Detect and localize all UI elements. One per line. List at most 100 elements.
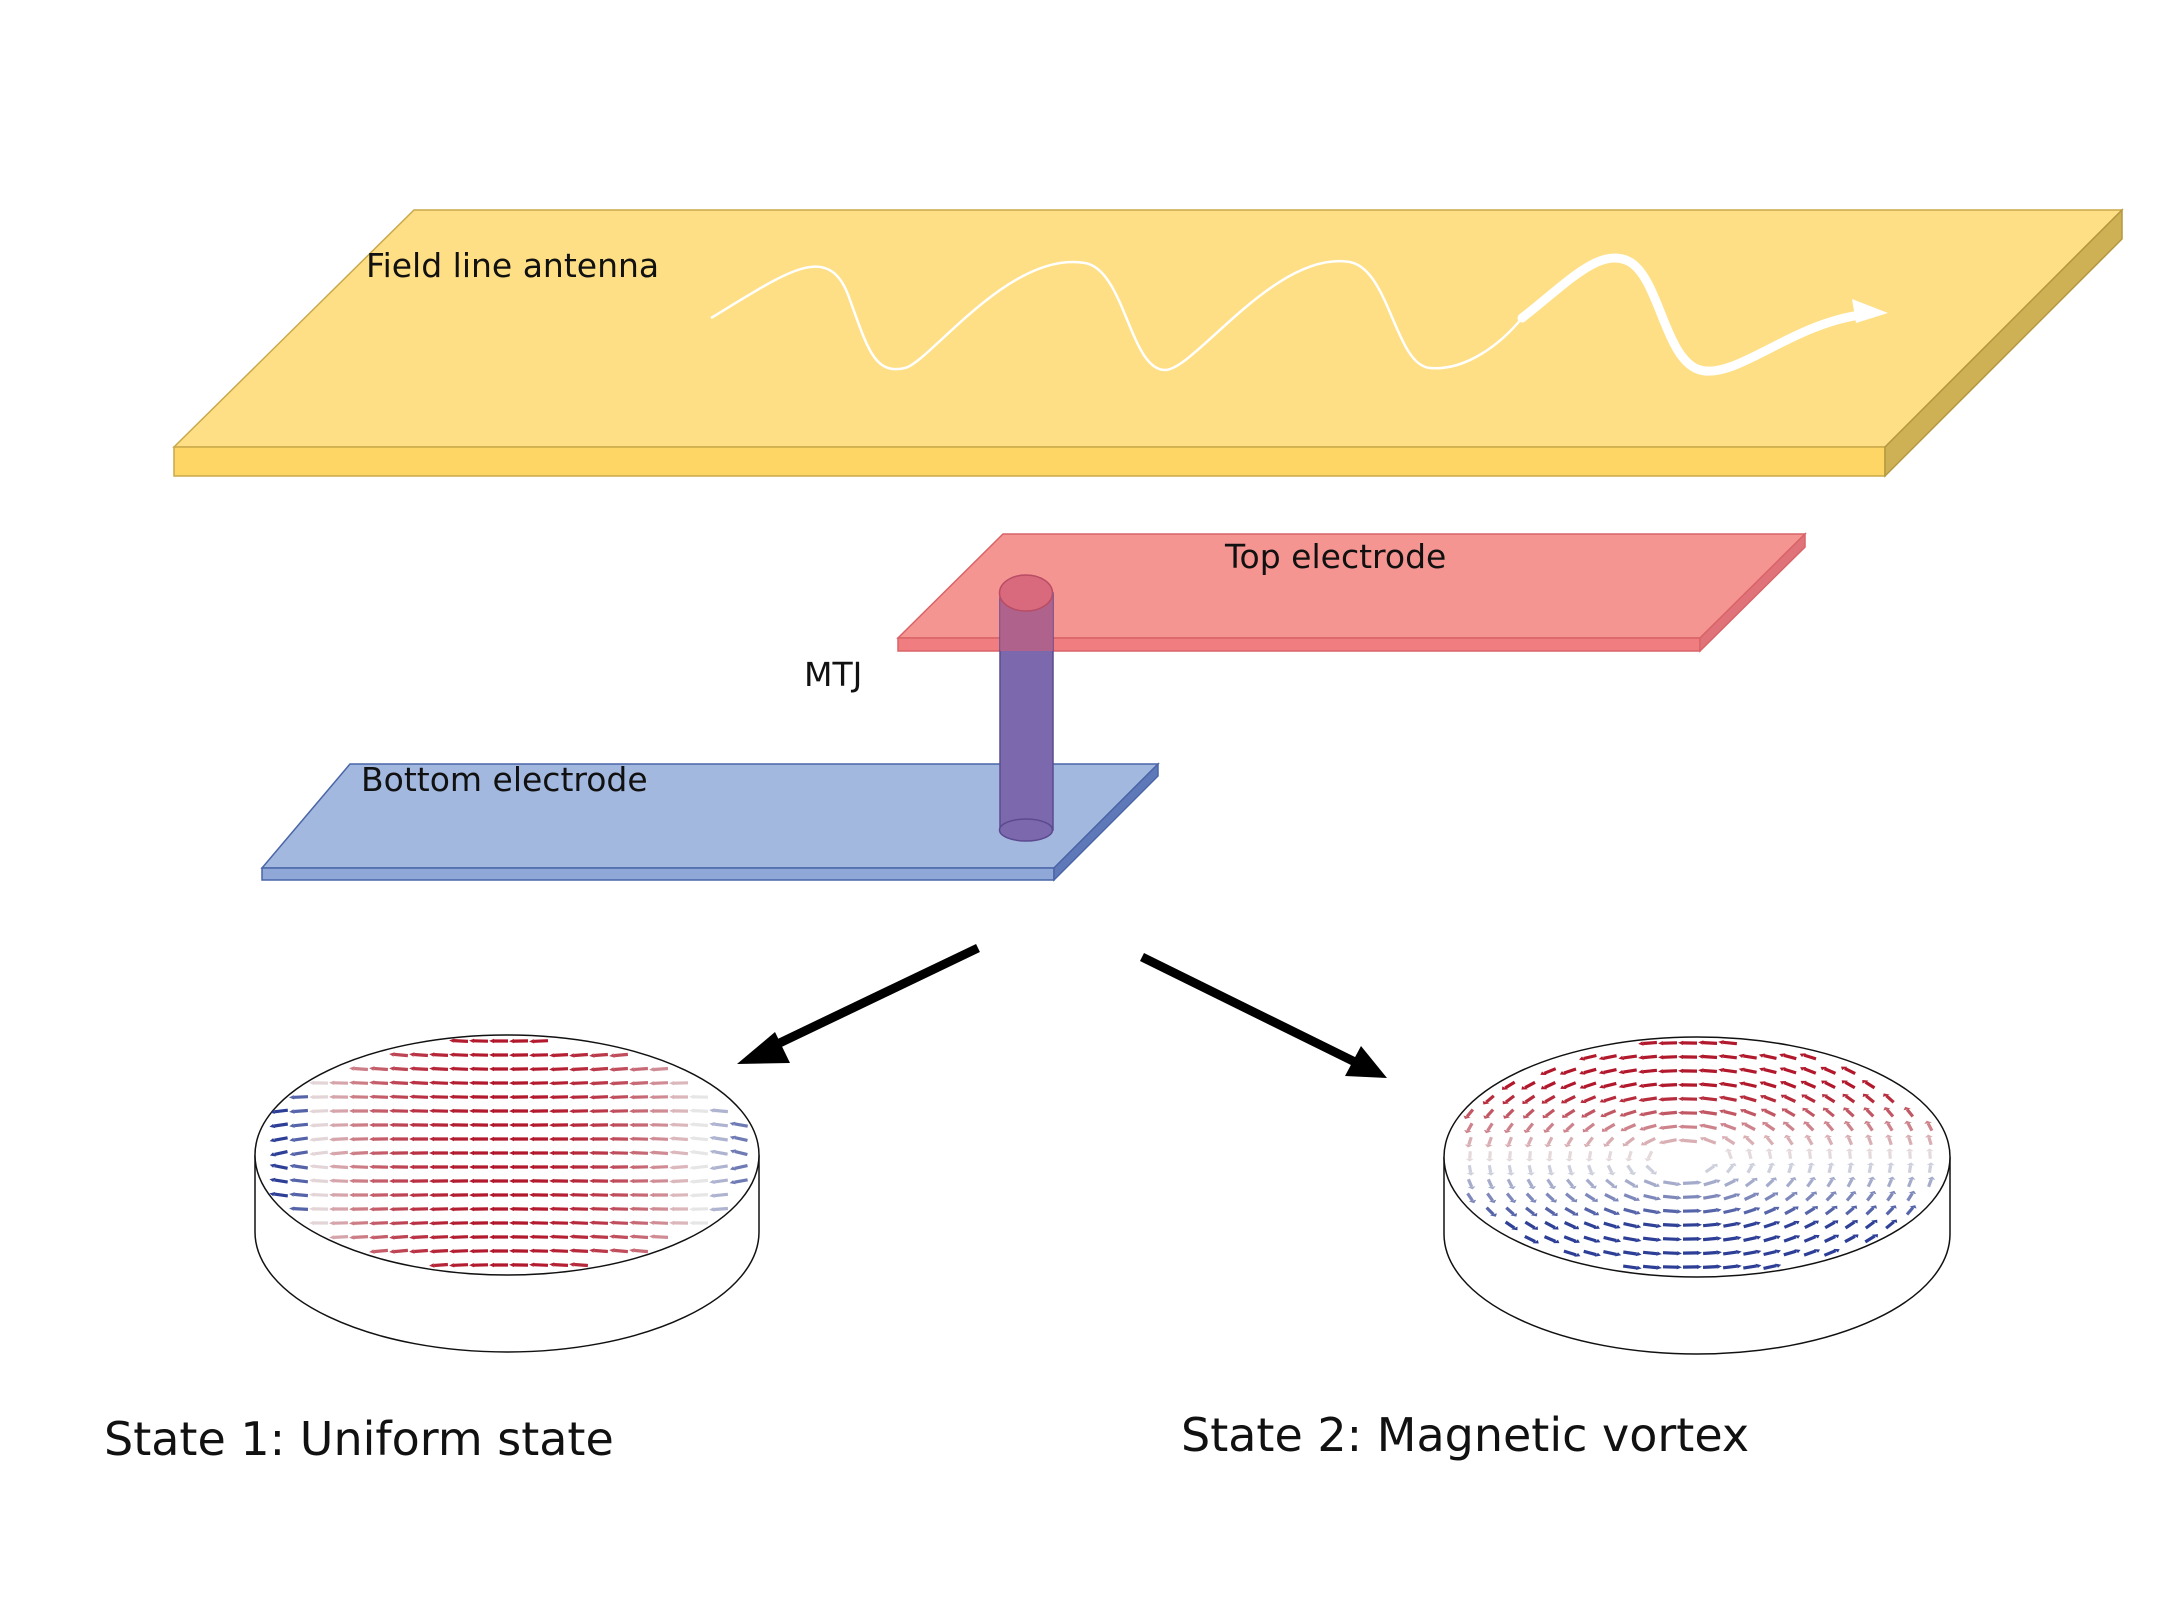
spin-arrow	[1703, 1267, 1717, 1268]
spin-arrow	[714, 1166, 727, 1168]
spin-arrow	[674, 1181, 688, 1182]
mtj-pillar-bottom	[1000, 819, 1053, 841]
spin-arrow	[454, 1069, 468, 1070]
spin-arrow	[1623, 1070, 1636, 1072]
spin-arrow	[354, 1153, 368, 1154]
spin-arrow	[414, 1055, 428, 1056]
spin-arrow	[1703, 1043, 1717, 1044]
spin-arrow	[1829, 1165, 1831, 1173]
spin-arrow	[1569, 1151, 1570, 1159]
transition-arrow-left-icon	[765, 948, 978, 1050]
spin-arrow	[374, 1083, 388, 1084]
spin-arrow	[1703, 1098, 1717, 1100]
spin-arrow	[634, 1237, 648, 1238]
spin-arrow	[554, 1069, 568, 1070]
spin-arrow	[1810, 1151, 1811, 1159]
spin-arrow	[614, 1069, 628, 1070]
spin-arrow	[294, 1194, 308, 1195]
spin-arrow	[1643, 1084, 1657, 1086]
spin-arrow	[1623, 1056, 1637, 1058]
spin-arrow	[354, 1069, 368, 1070]
spin-arrow	[634, 1069, 648, 1070]
spin-arrow	[274, 1124, 288, 1126]
spin-arrow	[1723, 1252, 1737, 1254]
top-electrode-label: Top electrode	[1225, 537, 1446, 576]
spin-arrow	[594, 1083, 608, 1084]
spin-arrow	[1643, 1224, 1657, 1226]
spin-arrow	[414, 1237, 428, 1238]
spin-arrow	[414, 1097, 428, 1098]
spin-arrow	[414, 1223, 428, 1224]
spin-arrow	[594, 1237, 608, 1238]
spin-arrow	[294, 1124, 308, 1125]
spin-arrow	[1663, 1126, 1677, 1128]
spin-arrow	[1789, 1151, 1790, 1159]
spin-arrow	[454, 1041, 468, 1042]
spin-arrow	[1723, 1070, 1737, 1072]
spin-arrow	[1703, 1253, 1717, 1254]
spin-arrow	[1549, 1165, 1551, 1173]
spin-arrow	[294, 1152, 307, 1154]
spin-arrow	[354, 1223, 368, 1224]
spin-arrow	[1470, 1151, 1471, 1159]
spin-arrow	[434, 1251, 448, 1252]
spin-arrow	[1663, 1112, 1677, 1113]
spin-arrow	[454, 1237, 468, 1238]
spin-arrow	[694, 1111, 708, 1112]
spin-arrow	[594, 1055, 608, 1056]
spin-arrow	[574, 1251, 588, 1252]
spin-arrow	[714, 1180, 728, 1182]
transition-arrows	[737, 948, 1387, 1078]
spin-arrow	[1663, 1239, 1677, 1240]
spin-arrow	[434, 1265, 448, 1266]
spin-arrow	[1509, 1165, 1511, 1173]
spin-arrow	[314, 1125, 328, 1126]
spin-arrow	[574, 1223, 588, 1224]
spin-arrow	[574, 1237, 588, 1238]
transition-arrowhead-left-icon	[737, 1032, 790, 1064]
spin-arrow	[1703, 1238, 1717, 1239]
spin-arrow	[694, 1166, 708, 1168]
spin-arrow	[694, 1180, 708, 1181]
spin-arrow	[614, 1237, 628, 1238]
spin-arrow	[654, 1237, 668, 1238]
spin-arrow	[654, 1223, 668, 1224]
antenna-front-face	[174, 447, 1885, 476]
spin-arrow	[614, 1250, 628, 1251]
spin-arrow	[1643, 1252, 1657, 1253]
spin-arrow	[654, 1083, 668, 1084]
spin-arrow	[1663, 1071, 1677, 1072]
spin-arrow	[314, 1138, 328, 1139]
spin-arrow	[1663, 1182, 1676, 1184]
spin-arrow	[1663, 1085, 1677, 1086]
spin-arrow	[374, 1250, 388, 1251]
spin-arrow	[334, 1237, 348, 1238]
spin-arrow	[374, 1069, 388, 1070]
spin-arrow	[434, 1223, 448, 1224]
spin-arrow	[1929, 1165, 1930, 1173]
spin-arrow	[714, 1194, 728, 1195]
spin-arrow	[314, 1111, 328, 1112]
spin-arrow	[454, 1055, 468, 1056]
spin-arrow	[1643, 1056, 1657, 1057]
spin-arrow	[1529, 1165, 1531, 1173]
spin-arrow	[294, 1209, 308, 1210]
spin-arrow	[654, 1069, 668, 1070]
spin-arrow	[394, 1069, 408, 1070]
spin-arrow	[354, 1083, 368, 1084]
spin-arrow	[634, 1250, 648, 1251]
spin-arrow	[434, 1237, 448, 1238]
spin-arrow	[694, 1125, 708, 1126]
spin-arrow	[1609, 1151, 1611, 1159]
spin-arrow	[1703, 1084, 1717, 1085]
spin-arrow	[334, 1167, 348, 1168]
spin-arrow	[294, 1180, 308, 1182]
spin-arrow	[1663, 1211, 1677, 1212]
spin-arrow	[1703, 1224, 1717, 1225]
spin-arrow	[714, 1209, 728, 1210]
spin-arrow	[1849, 1165, 1851, 1173]
spin-arrow	[574, 1069, 588, 1070]
spin-arrow	[274, 1194, 288, 1196]
spin-arrow	[694, 1195, 708, 1196]
